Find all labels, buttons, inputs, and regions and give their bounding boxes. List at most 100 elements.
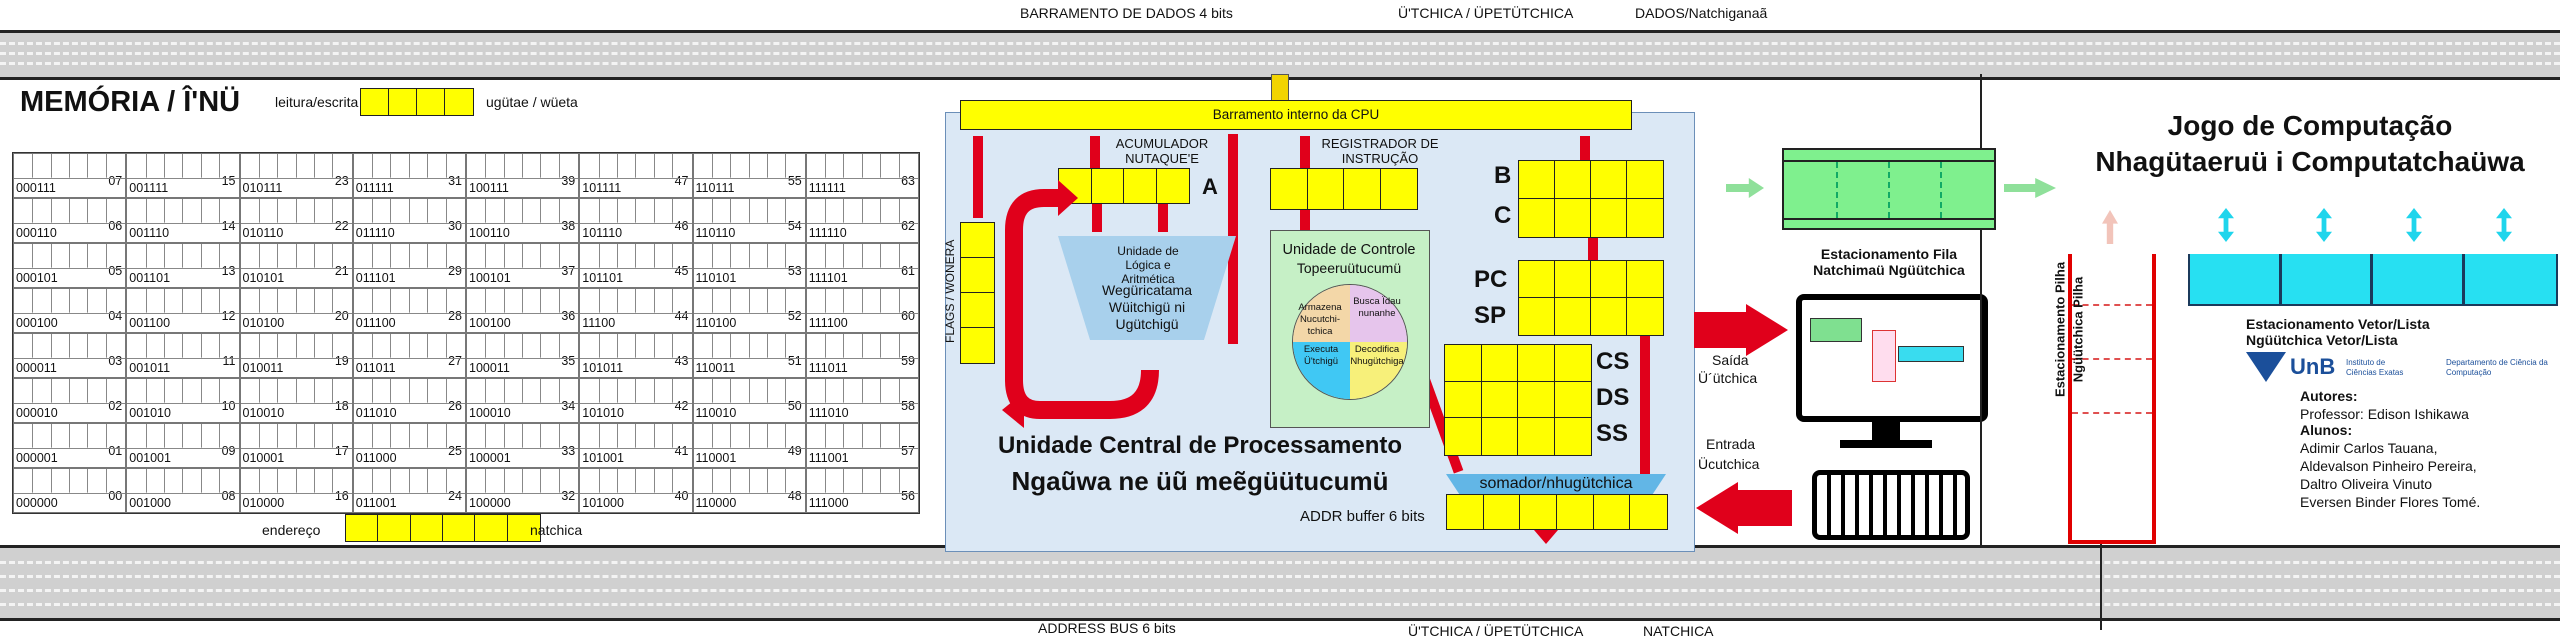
memory-cell-number: 17 bbox=[334, 444, 349, 458]
address-bus bbox=[0, 545, 2560, 621]
vector-arrow-1-icon bbox=[2218, 208, 2234, 242]
game-title: Jogo de Computação bbox=[2167, 110, 2453, 141]
memory-cell-number: 20 bbox=[334, 309, 349, 323]
memory-cell-address: 101011 bbox=[582, 361, 624, 375]
memory-cell-address: 011011 bbox=[355, 361, 396, 375]
output-arrow-head bbox=[1746, 304, 1788, 356]
memory-cell-address: 101001 bbox=[582, 451, 624, 465]
memory-cell-number: 59 bbox=[901, 354, 915, 368]
memory-cell-number: 27 bbox=[448, 354, 462, 368]
alu-title: Unidade de Lógica e Aritmética bbox=[1117, 244, 1179, 286]
memory-cell-address: 111101 bbox=[808, 271, 848, 285]
memory-cell-address: 111010 bbox=[808, 406, 849, 420]
input-arrow-head bbox=[1696, 482, 1738, 534]
memory-cell-number: 15 bbox=[221, 174, 236, 188]
memory-cell: 011011 27 bbox=[352, 333, 466, 378]
monitor-queue-thumb bbox=[1810, 318, 1862, 342]
memory-word-cells bbox=[360, 88, 474, 116]
memory-cell-address: 110100 bbox=[695, 316, 737, 330]
memory-cell-address: 011101 bbox=[355, 271, 396, 285]
vector-label: Estacionamento Vetor/Lista bbox=[2246, 316, 2430, 332]
student-2: Aldevalson Pinheiro Pereira, bbox=[2300, 458, 2477, 474]
reg-ds-label: DS bbox=[1596, 384, 1630, 411]
flags-register bbox=[960, 222, 995, 364]
reg-pc-label: PC bbox=[1474, 266, 1508, 293]
memory-cell-address: 000010 bbox=[16, 406, 58, 420]
vector-arrow-2-icon bbox=[2316, 208, 2332, 242]
memory-cell-address: 11100 bbox=[582, 316, 616, 330]
memory-cell-address: 001010 bbox=[129, 406, 171, 420]
cs-adder-arrow bbox=[1640, 330, 1650, 486]
cpu-internal-bus: Barramento interno da CPU bbox=[960, 100, 1632, 130]
memory-cell-number: 31 bbox=[448, 174, 462, 188]
memory-cell-address: 010000 bbox=[242, 496, 285, 510]
memory-cell-number: 14 bbox=[221, 219, 236, 233]
memory-cell-number: 37 bbox=[561, 264, 576, 278]
reg-c-label: C bbox=[1494, 202, 1512, 229]
memory-cell-number: 58 bbox=[901, 399, 915, 413]
memory-cell-number: 09 bbox=[221, 444, 236, 458]
memory-cell-address: 100111 bbox=[469, 181, 509, 195]
output-arrow-body bbox=[1694, 312, 1748, 348]
memory-cell-number: 60 bbox=[901, 309, 915, 323]
monitor-stand bbox=[1872, 416, 1900, 442]
addr-buffer-down-arrow bbox=[1534, 530, 1558, 544]
memory-cell-number: 51 bbox=[787, 354, 802, 368]
memory-cell-number: 21 bbox=[334, 264, 349, 278]
memory-cell-address: 000111 bbox=[16, 181, 56, 195]
memory-cell-number: 00 bbox=[108, 489, 123, 503]
memory-cell-number: 34 bbox=[561, 399, 576, 413]
memory-cell-address: 110111 bbox=[695, 181, 735, 195]
memory-cell-address: 100110 bbox=[469, 226, 510, 240]
memory-cell-number: 35 bbox=[561, 354, 576, 368]
memory-cell-address: 001110 bbox=[129, 226, 170, 240]
acc-label: ACUMULADOR NUTAQUE'E bbox=[1115, 136, 1209, 166]
memory-cell-address: 110101 bbox=[695, 271, 737, 285]
queue-in-arrow bbox=[1726, 178, 1764, 198]
stack-label: Estacionamento Pilha bbox=[2052, 261, 2068, 398]
memory-cell-address: 001000 bbox=[129, 496, 171, 510]
panel-divider bbox=[1980, 74, 1982, 546]
acc-register bbox=[1058, 168, 1190, 204]
memory-cell-address: 101101 bbox=[582, 271, 624, 285]
memory-cell-number: 42 bbox=[674, 399, 689, 413]
memory-cell: 111010 58 bbox=[805, 378, 919, 423]
addr-buffer-label: ADDR buffer 6 bits bbox=[1300, 508, 1425, 525]
data-bus-label: BARRAMENTO DE DADOS 4 bits bbox=[1020, 5, 1233, 21]
memory-cell-address: 010100 bbox=[242, 316, 285, 330]
input-label-local: Ücutchica bbox=[1698, 456, 1760, 472]
memory-address-label: endereço bbox=[262, 522, 321, 538]
memory-cell-number: 06 bbox=[108, 219, 123, 233]
memory-cell-number: 46 bbox=[674, 219, 689, 233]
data-bus bbox=[0, 30, 2560, 80]
memory-cell-number: 30 bbox=[448, 219, 462, 233]
memory-cell-number: 33 bbox=[561, 444, 576, 458]
memory-cell-number: 18 bbox=[334, 399, 349, 413]
bc-bus-arrow bbox=[1580, 136, 1590, 160]
memory-cell-number: 47 bbox=[674, 174, 689, 188]
memory-cell-address: 100100 bbox=[469, 316, 511, 330]
memory-cell-address: 001101 bbox=[129, 271, 171, 285]
memory-cell-address: 011010 bbox=[355, 406, 397, 420]
